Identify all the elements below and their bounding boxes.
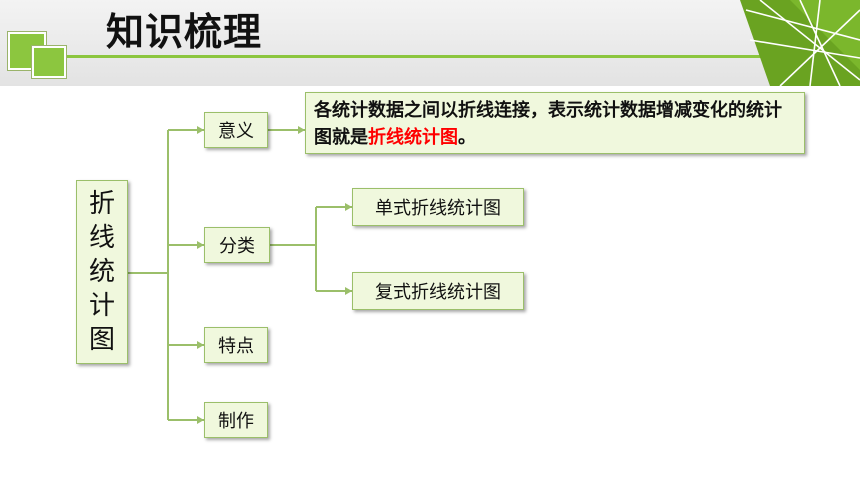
branch-category-label: 分类	[219, 236, 255, 257]
category-single-label: 单式折线统计图	[375, 198, 501, 219]
branch-feature-label: 特点	[218, 336, 254, 357]
page-title: 知识梳理	[106, 10, 263, 54]
root-char: 计	[88, 291, 115, 321]
root-char: 折	[88, 189, 115, 219]
branch-category: 分类	[204, 227, 270, 263]
branch-meaning-label: 意义	[218, 121, 254, 142]
category-compound-line-chart: 复式折线统计图	[352, 272, 524, 310]
definition-text: 各统计数据之间以折线连接，表示统计数据增减变化的统计图就是折线统计图。	[314, 97, 796, 151]
branch-feature: 特点	[204, 327, 268, 363]
definition-text-end: 。	[458, 127, 476, 148]
root-node-line-chart: 折 线 统 计 图	[76, 180, 128, 364]
branch-making-label: 制作	[218, 411, 254, 432]
decor-square-front	[32, 46, 66, 78]
corner-decoration-graphic	[740, 0, 860, 86]
header-band	[0, 0, 860, 86]
category-single-line-chart: 单式折线统计图	[352, 188, 524, 226]
branch-meaning: 意义	[204, 112, 268, 148]
definition-text-main: 各统计数据之间以折线连接，表示统计数据增减变化的统计图就是	[314, 100, 782, 148]
header-divider	[66, 55, 846, 58]
root-char: 线	[88, 223, 115, 253]
root-char: 统	[88, 257, 115, 287]
definition-highlight: 折线统计图	[368, 127, 458, 148]
definition-box: 各统计数据之间以折线连接，表示统计数据增减变化的统计图就是折线统计图。	[305, 92, 805, 154]
root-char: 图	[88, 325, 115, 355]
category-compound-label: 复式折线统计图	[375, 282, 501, 303]
branch-making: 制作	[204, 402, 268, 438]
